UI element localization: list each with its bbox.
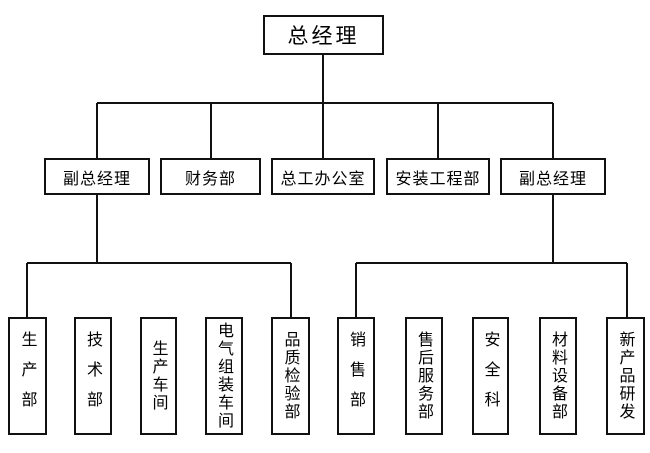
ceo-label: 总经理 <box>287 24 360 48</box>
electrical-assembly-workshop-label: 电气组装车间 <box>215 322 234 430</box>
chief-engineer-office-box: 总工办公室 <box>271 158 375 195</box>
finance-dept-box: 财务部 <box>160 158 261 195</box>
safety-section-box: 安全科 <box>472 317 509 435</box>
chief-engineer-office-label: 总工办公室 <box>280 168 366 188</box>
vice-gm-left-label: 副总经理 <box>62 168 131 188</box>
finance-dept-label: 财务部 <box>184 168 236 188</box>
vice-gm-right-box: 副总经理 <box>500 158 606 195</box>
new-product-rd-label: 新产品研发 <box>616 331 636 421</box>
production-dept-box: 生产部 <box>8 317 47 435</box>
materials-equipment-dept-box: 材料设备部 <box>539 317 577 435</box>
installation-dept-box: 安装工程部 <box>386 158 490 195</box>
production-dept-label: 生产部 <box>18 331 38 421</box>
production-workshop-box: 生产车间 <box>140 317 177 435</box>
after-sales-dept-box: 售后服务部 <box>405 317 443 435</box>
quality-inspection-dept-label: 品质检验部 <box>281 331 301 421</box>
production-workshop-label: 生产车间 <box>149 340 169 412</box>
technology-dept-label: 技术部 <box>84 331 103 421</box>
technology-dept-box: 技术部 <box>74 317 112 435</box>
vice-gm-left-box: 副总经理 <box>44 158 150 195</box>
new-product-rd-box: 新产品研发 <box>606 317 645 435</box>
sales-dept-label: 销售部 <box>347 331 366 421</box>
vice-gm-right-label: 副总经理 <box>518 168 587 188</box>
after-sales-dept-label: 售后服务部 <box>415 331 434 421</box>
installation-dept-label: 安装工程部 <box>395 168 481 188</box>
materials-equipment-dept-label: 材料设备部 <box>549 331 568 421</box>
electrical-assembly-workshop-box: 电气组装车间 <box>205 317 243 435</box>
sales-dept-box: 销售部 <box>337 317 375 435</box>
safety-section-label: 安全科 <box>481 331 501 421</box>
ceo-box: 总经理 <box>263 15 384 55</box>
quality-inspection-dept-box: 品质检验部 <box>271 317 310 435</box>
